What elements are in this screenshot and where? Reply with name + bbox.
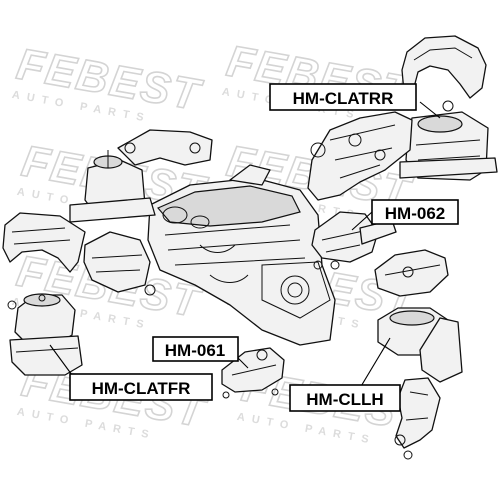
label-text: HM-CLLH [306, 390, 383, 409]
part-hm-clatfr [7, 293, 83, 376]
mount-top-left [69, 129, 213, 223]
label-hm-clatrr: HM-CLATRR [269, 83, 417, 111]
leader-hm-cllh [359, 337, 391, 389]
leader-hm-062 [351, 211, 373, 231]
part-hm-clatrr [399, 35, 498, 181]
label-hm-clatfr: HM-CLATFR [69, 373, 213, 401]
label-box [269, 83, 417, 111]
bracket-right-middle [374, 249, 449, 297]
label-box [289, 384, 401, 412]
label-box [371, 199, 459, 225]
part-hm-cllh [377, 307, 463, 460]
engine-block [147, 164, 336, 346]
label-box [152, 336, 239, 362]
label-text: HM-061 [165, 341, 225, 360]
label-text: HM-CLATFR [92, 379, 191, 398]
bracket-left [2, 212, 156, 296]
label-hm-cllh: HM-CLLH [289, 384, 401, 412]
part-hm-062 [311, 211, 397, 270]
bracket-torque-assembly [307, 111, 413, 201]
label-hm-061: HM-061 [152, 336, 239, 362]
label-hm-062: HM-062 [371, 199, 459, 225]
label-text: HM-062 [385, 204, 445, 223]
label-box [69, 373, 213, 401]
leader-hm-clatrr [419, 101, 441, 119]
label-text: HM-CLATRR [293, 89, 394, 108]
leader-hm-clatfr [49, 344, 73, 376]
